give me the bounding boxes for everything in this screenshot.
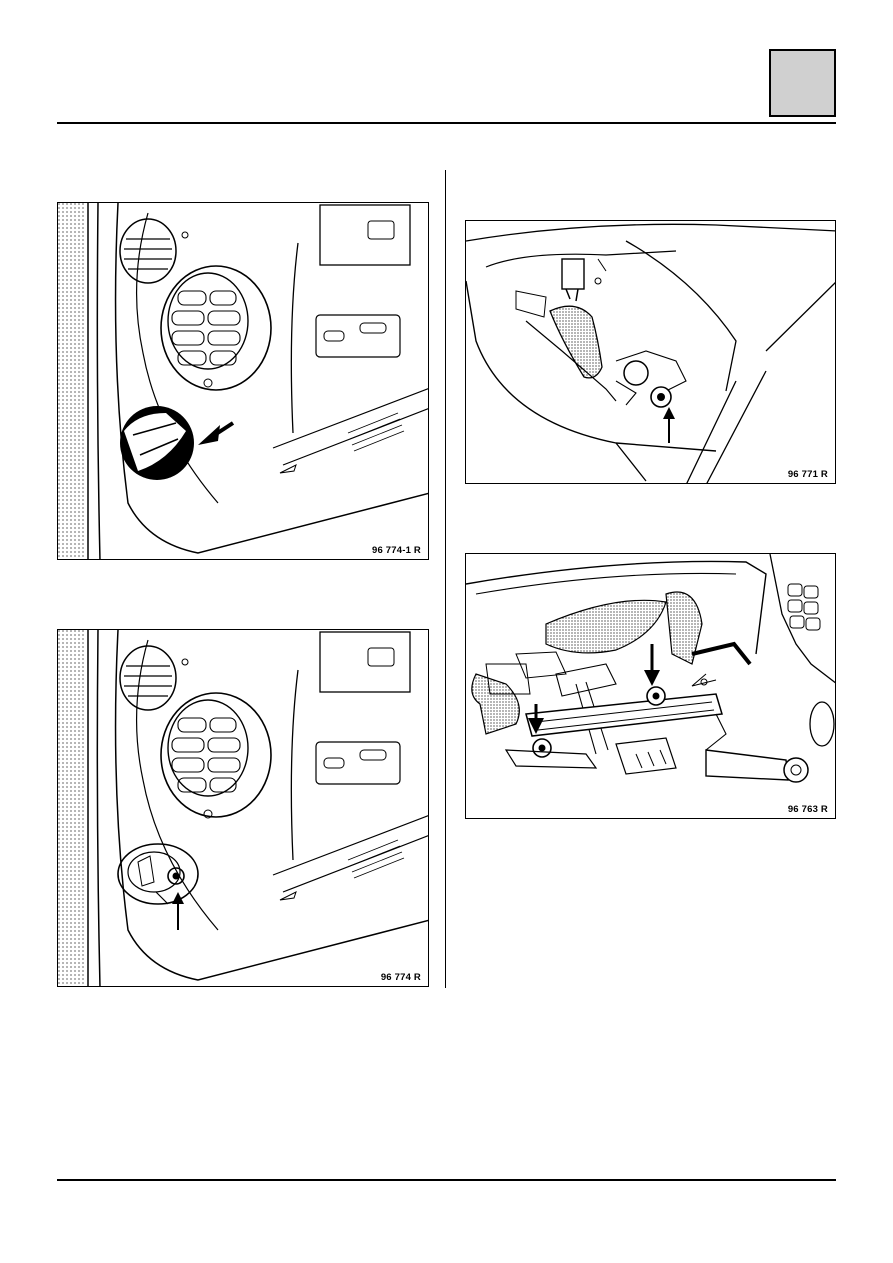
figure-96-774-1: 96 774-1 R bbox=[57, 202, 429, 560]
figure-96-771: 96 771 R bbox=[465, 220, 836, 484]
section-tab-box bbox=[769, 49, 836, 117]
footer-rule bbox=[57, 1179, 836, 1181]
figure-label: 96 763 R bbox=[786, 804, 829, 815]
steering-column-mount-bolts-illustration bbox=[466, 554, 835, 783]
figure-96-774: 96 774 R bbox=[57, 629, 429, 987]
dashboard-left-vent-screw-illustration bbox=[58, 630, 428, 986]
figure-label: 96 771 R bbox=[786, 469, 829, 480]
figure-96-763: 96 763 R bbox=[465, 553, 836, 819]
figure-label: 96 774-1 R bbox=[370, 545, 422, 556]
header-rule bbox=[57, 122, 836, 124]
column-divider bbox=[445, 170, 446, 988]
dashboard-left-vent-cover-illustration bbox=[58, 203, 428, 559]
under-dash-connector-bolt-illustration bbox=[466, 223, 835, 483]
figure-label: 96 774 R bbox=[379, 972, 422, 983]
